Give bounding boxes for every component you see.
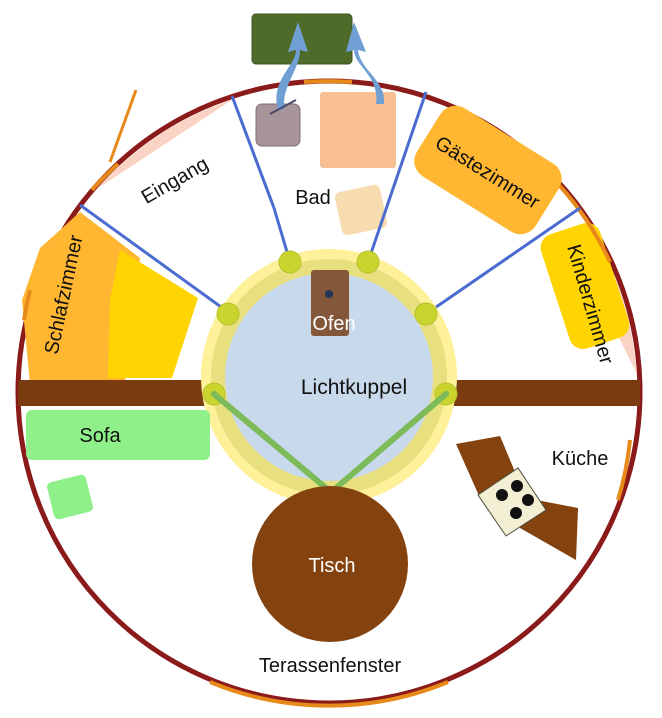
beam-left — [18, 380, 216, 406]
sofa-ottoman — [47, 474, 93, 520]
stovetop — [477, 467, 547, 537]
label-bathroom: Bad — [295, 187, 331, 209]
label-skylight: Lichtkuppel — [301, 376, 407, 399]
bath-fixture-2 — [320, 92, 396, 168]
skylight — [225, 273, 433, 481]
label-table: Tisch — [308, 555, 355, 577]
windows — [22, 79, 632, 708]
vent-pipe — [269, 99, 297, 115]
label-stove: Ofen — [312, 313, 355, 335]
sofa — [26, 410, 210, 460]
vent-arrows — [276, 22, 385, 110]
table — [252, 486, 408, 642]
stove-dot — [325, 290, 333, 298]
door-marker — [108, 89, 138, 163]
beam-right — [444, 380, 640, 406]
label-kitchen: Küche — [552, 448, 609, 470]
label-sofa: Sofa — [79, 425, 121, 447]
burners — [496, 480, 534, 519]
bedroom-area — [22, 212, 198, 384]
support-lines — [211, 391, 449, 491]
stove — [311, 270, 349, 336]
guest-room-area — [414, 105, 562, 235]
bath-fixture-3 — [335, 184, 387, 236]
label-terrace-window: Terassenfenster — [259, 655, 402, 677]
